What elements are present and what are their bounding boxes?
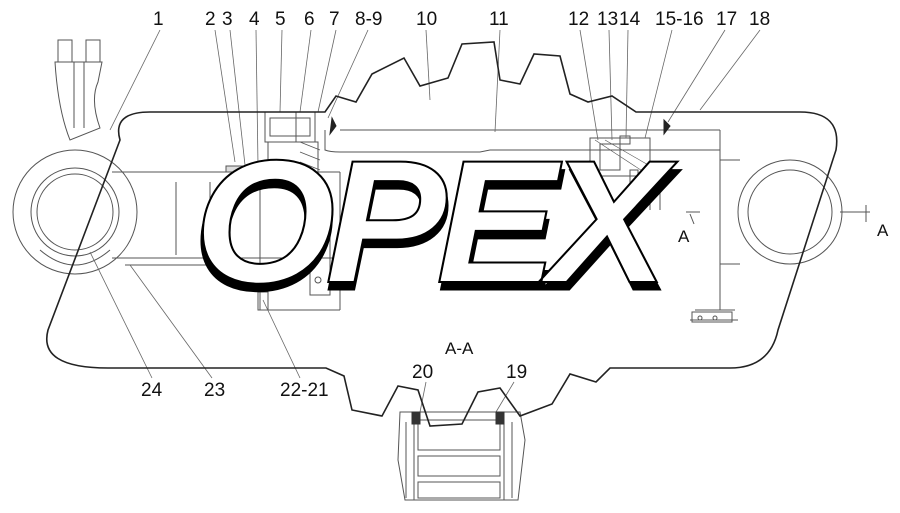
callout-13: 13 (597, 9, 619, 30)
callout-24: 24 (141, 380, 163, 401)
callout-2: 2 (205, 9, 216, 30)
watermark-text-inner: OPEX (194, 125, 678, 320)
callout-14: 14 (619, 9, 641, 30)
piston-head (589, 118, 671, 210)
section-marker-left: A (678, 227, 690, 246)
callout-12: 12 (568, 9, 590, 30)
section-marker-right: A (877, 221, 889, 240)
leader-lines (89, 29, 761, 413)
callout-8-9: 8-9 (355, 9, 383, 30)
callout-10: 10 (416, 9, 438, 30)
callout-22-21: 22-21 (280, 380, 329, 401)
callout-6: 6 (304, 9, 315, 30)
callout-7: 7 (329, 9, 340, 30)
callout-1: 1 (153, 9, 164, 30)
piston-rod (125, 182, 265, 266)
callout-20: 20 (412, 362, 434, 383)
callout-11: 11 (489, 9, 509, 30)
callout-23: 23 (204, 380, 226, 401)
section-title: A-A (445, 339, 474, 358)
right-eye (720, 159, 870, 265)
cylinder-barrel (112, 129, 738, 321)
gland-cap (225, 111, 337, 173)
callout-19: 19 (506, 362, 528, 383)
bottom-fittings (257, 234, 733, 323)
callout-18: 18 (749, 9, 771, 30)
rod-eye-bracket (54, 39, 103, 141)
callout-5: 5 (275, 9, 286, 30)
left-eye (12, 149, 138, 275)
section-aa-detail (397, 411, 526, 501)
callout-4: 4 (249, 9, 260, 30)
callout-3: 3 (222, 9, 233, 30)
watermark-text: OPEX (192, 133, 682, 328)
callout-15-16: 15-16 (655, 9, 704, 30)
callout-17: 17 (716, 9, 738, 30)
section-cut-marks (686, 211, 700, 225)
opex-watermark: OPEX OPEX (46, 41, 838, 427)
